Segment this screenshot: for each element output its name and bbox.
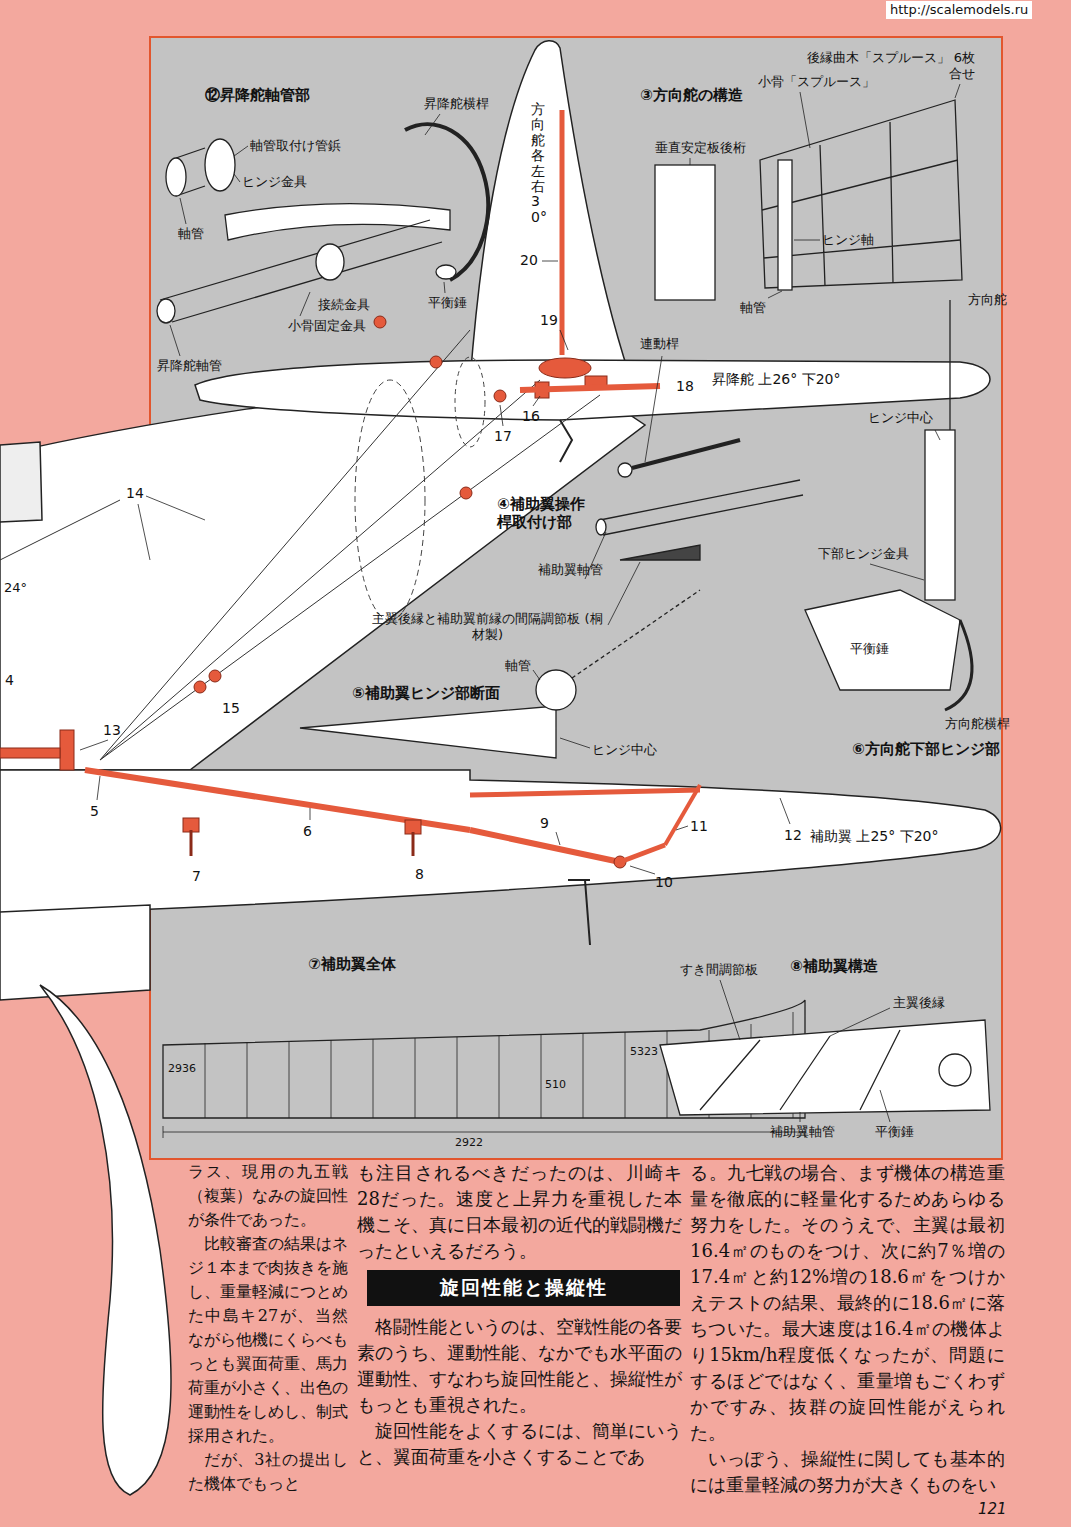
part-label: ヒンジ中心 [868,410,933,426]
part-label: 主翼後縁 [893,995,945,1011]
callout-number: 11 [690,818,708,835]
section-title: ⑫昇降舵軸管部 [205,86,310,104]
part-label: 平衡錘 [850,641,889,657]
part-label: 昇降舵横桿 [424,96,489,112]
callout-number: 10 [655,874,673,891]
heading-text: 旋回性能と操縦性 [440,1276,608,1298]
part-label: ヒンジ軸 [822,232,874,248]
callout-number: 13 [103,722,121,739]
part-label: 垂直安定板後桁 [655,140,746,156]
body-text: 比較審査の結果はネジ１本まで肉抜きを施し、重量軽減につとめた中島キ27が、当然な… [188,1232,348,1448]
angle-note: 方向舵 各左右30° [531,102,545,225]
part-label: 軸管取付け管鋲 [250,138,341,154]
callout-number: 14 [126,485,144,502]
part-label: ヒンジ中心 [592,742,657,758]
callout-number: 6 [303,823,312,840]
callout-number: 19 [540,312,558,329]
callout-number: 16 [522,408,540,425]
callout-number: 18 [676,378,694,395]
body-text: ラス、現用の九五戦（複葉）なみの旋回性が条件であった。 [188,1160,348,1232]
callout-number: 4 [5,672,14,689]
callout-number: 15 [222,700,240,717]
part-label: 軸管 [178,226,204,242]
part-label: 軸管 [740,300,766,316]
callout-number: 20 [520,252,538,269]
dimension: 2936 [168,1062,196,1075]
callout-number: 8 [415,866,424,883]
body-text: 旋回性能をよくするには、簡単にいうと、翼面荷重を小さくすることであ [357,1418,682,1470]
dimension: 2922 [455,1136,483,1149]
section-title: ③方向舵の構造 [640,86,743,104]
callout-number: 9 [540,815,549,832]
watermark: http://scalemodels.ru [886,1,1032,19]
part-label: すき間調節板 [680,962,758,978]
body-text: 格闘性能というのは、空戦性能の各要素のうち、運動性能、なかでも水平面の運動性、す… [357,1314,682,1418]
callout-number: 7 [192,868,201,885]
dimension: 5323 [630,1045,658,1058]
part-label: 平衡錘 [428,295,467,311]
body-text: だが、3社の提出した機体でもっと [188,1448,348,1496]
part-label: 方向舵横桿 [945,716,1010,732]
section-heading: 旋回性能と操縦性 [367,1270,680,1306]
part-label: 軸管 [505,658,531,674]
part-label: 昇降舵軸管 [157,358,222,374]
body-text: る。九七戦の場合、まず機体の構造重量を徹底的に軽量化するためあらゆる努力をした。… [690,1160,1005,1446]
section-title: ⑦補助翼全体 [308,955,396,973]
part-label: 補助翼軸管 [538,562,603,578]
part-label: 方向舵 [968,292,1007,308]
part-label: ヒンジ金具 [242,174,307,190]
callout-number: 17 [494,428,512,445]
dimension: 510 [545,1078,566,1091]
part-label: 平衡錘 [875,1124,914,1140]
angle-note: 24° [4,580,27,596]
part-label: 連動桿 [640,336,679,352]
page-number: 121 [978,1500,1007,1518]
part-label: 小骨「スプルース」 [758,74,875,90]
part-label: 小骨固定金具 [288,318,366,334]
section-title: ⑥方向舵下部ヒンジ部 [852,740,1000,758]
body-text: いっぽう、操縦性に関しても基本的には重量軽減の努力が大きくものをい [690,1446,1005,1498]
section-title: ⑤補助翼ヒンジ部断面 [352,684,500,702]
section-title: ④補助翼操作 桿取付け部 [497,495,602,531]
part-label: 主翼後縁と補助翼前縁の間隔調節板 (桐材製) [370,611,605,642]
angle-note: 昇降舵 上26° 下20° [712,371,841,388]
part-label: 下部ヒンジ金具 [818,546,909,562]
angle-note: 補助翼 上25° 下20° [810,828,939,845]
callout-number: 12 [784,827,802,844]
part-label: 補助翼軸管 [770,1124,835,1140]
section-title: ⑧補助翼構造 [790,957,878,975]
body-text: も注目されるべきだったのは、川崎キ28だった。速度と上昇力を重視した本機こそ、真… [357,1160,682,1264]
callout-number: 5 [90,803,99,820]
part-label: 接続金具 [318,297,370,313]
